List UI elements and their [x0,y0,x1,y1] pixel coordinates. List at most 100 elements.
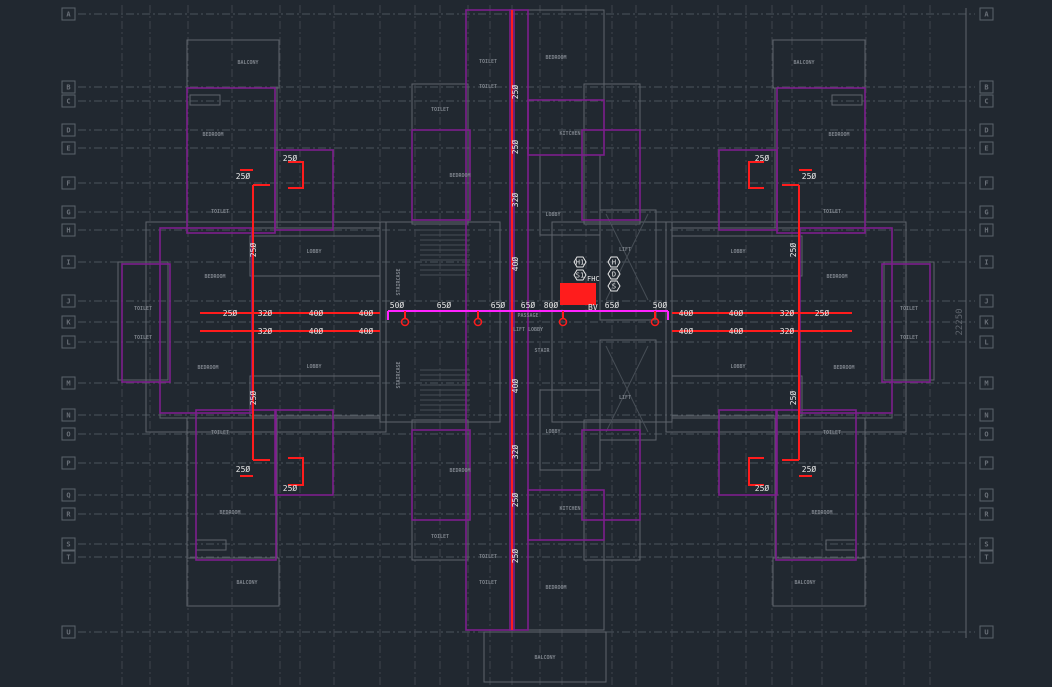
pipe-size-label: 40Ø [729,308,744,318]
sprinkler-head [558,317,568,327]
grid-bubble [61,294,76,308]
riser-size-label: 25Ø [510,140,520,155]
room-outline [249,235,381,277]
room-outline [551,221,673,423]
grid-label: E [66,145,70,153]
core-wall [527,489,605,541]
riser-size-label: 32Ø [510,445,520,460]
room-label-lobby: LOBBY [730,364,745,370]
grid-label: U [66,629,70,637]
wall-segment [718,409,778,496]
wall-segment [186,87,276,234]
wall-segment [881,263,931,383]
main-header-pipe [387,310,669,320]
grid-bubble [61,315,76,329]
room-label-bedroom: BEDROOM [197,365,218,371]
grid-bubble [61,80,76,94]
pipe-size-label: 40Ø [359,308,374,318]
pipe-size-label: 25Ø [283,153,298,163]
branch-pipe [253,457,304,486]
wall-segment [411,429,471,521]
riser-size-label: 25Ø [510,549,520,564]
grid-bubble [979,507,994,521]
grid-bubble [979,427,994,441]
room-label-lobby: LOBBY [306,249,321,255]
grid-label: F [66,180,70,188]
room-label-toilet: TOILET [211,209,229,215]
grid-label: L [66,339,70,347]
grid-bubble [979,223,994,237]
room-label-toilet: TOILET [479,554,497,560]
grid-bubble [979,625,994,639]
grid-bubble [61,427,76,441]
room-outline [831,94,863,106]
room-label-bedroom: BEDROOM [811,510,832,516]
room-label-toilet: TOILET [431,107,449,113]
grid-bubble [979,80,994,94]
grid-label: M [66,380,70,388]
pipe-size-label: 40Ø [309,308,324,318]
wall-segment [159,227,253,414]
grid-bubble [61,7,76,21]
room-outline [159,227,381,419]
symbol-label-s: S [612,283,616,291]
lift-cross [605,213,649,301]
symbol-hexagon [607,280,621,292]
grid-bubble [61,408,76,422]
grid-bubble [61,141,76,155]
grid-label: S [66,541,70,549]
pipe-size-label: 65Ø [491,300,506,310]
room-label-kitchen: KITCHEN [559,131,580,137]
room-label-lift_lobby: LIFT LOBBY [513,327,543,333]
room-outline [671,227,893,419]
pipe-size-label: 40Ø [309,326,324,336]
grid-label: P [66,460,70,468]
room-outline [186,557,280,607]
symbol-hexagon [573,269,587,281]
grid-bubble [979,141,994,155]
room-label-lobby: LOBBY [730,249,745,255]
grid-bubble [979,294,994,308]
pipe-size-label: 25Ø [283,483,298,493]
room-label-bedroom: BEDROOM [833,365,854,371]
grid-label: J [66,298,70,306]
grid-bubble [61,376,76,390]
room-label-lobby: LOBBY [545,429,560,435]
grid-label: A [984,11,989,19]
wall-segment [274,149,334,231]
room-label-balcony: BALCONY [236,580,257,586]
grid-bubble [979,335,994,349]
pipe-size-label: 25Ø [755,153,770,163]
room-outline [772,557,866,607]
grid-label: M [984,380,988,388]
room-outline [117,261,169,381]
grid-label: O [66,431,70,439]
pipe-size-label: 40Ø [679,326,694,336]
grid-label: B [66,84,70,92]
wall-segment [776,87,866,234]
core-outline [527,99,605,156]
grid-label: D [984,127,988,135]
symbol-label-s1: S1 [576,272,584,280]
room-label-balcony: BALCONY [793,60,814,66]
grid-label: E [984,145,988,153]
wall-segment [411,129,471,221]
grid-label: K [66,319,71,327]
grid-label: A [66,11,71,19]
lift-cross [605,345,649,433]
grid-bubble [979,408,994,422]
pipe-size-label: 50Ø [390,300,405,310]
grid-bubble [979,550,994,564]
room-label-toilet: TOILET [479,59,497,65]
room-outline [774,417,866,559]
pipe-size-label: 25Ø [802,171,817,181]
core-outline [527,489,605,541]
wall-segment [581,429,641,521]
core-wall [527,99,605,156]
symbol-hexagon [607,268,621,280]
grid-label: N [66,412,70,420]
core-wall [465,9,515,631]
pipe-size-label: 65Ø [605,300,620,310]
pipe-size-label: 25Ø [788,243,798,258]
